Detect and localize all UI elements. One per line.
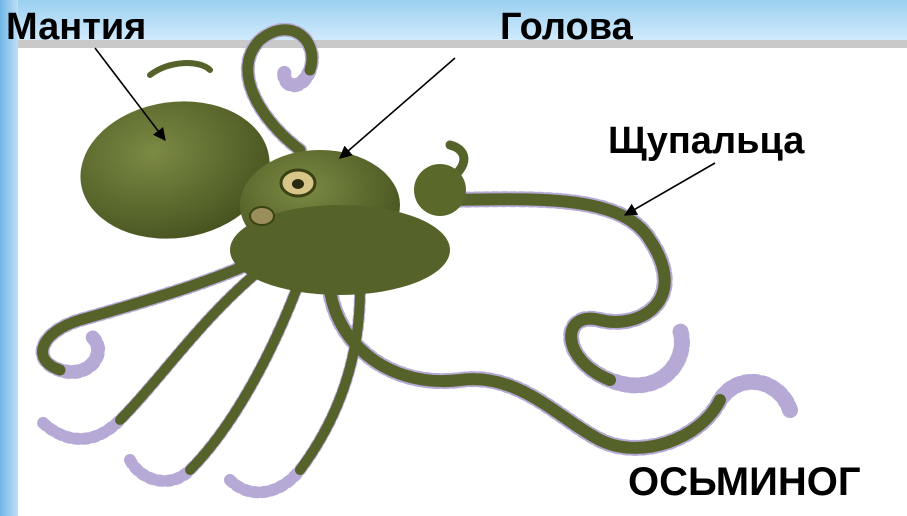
head-arrow bbox=[340, 58, 455, 158]
label-mantle: Мантия bbox=[6, 6, 146, 49]
label-head: Голова bbox=[500, 6, 633, 49]
tentacles-arrow bbox=[625, 163, 715, 215]
label-tentacles: Щупальца bbox=[608, 120, 804, 163]
label-octopus-title: ОСЬМИНОГ bbox=[628, 460, 861, 505]
